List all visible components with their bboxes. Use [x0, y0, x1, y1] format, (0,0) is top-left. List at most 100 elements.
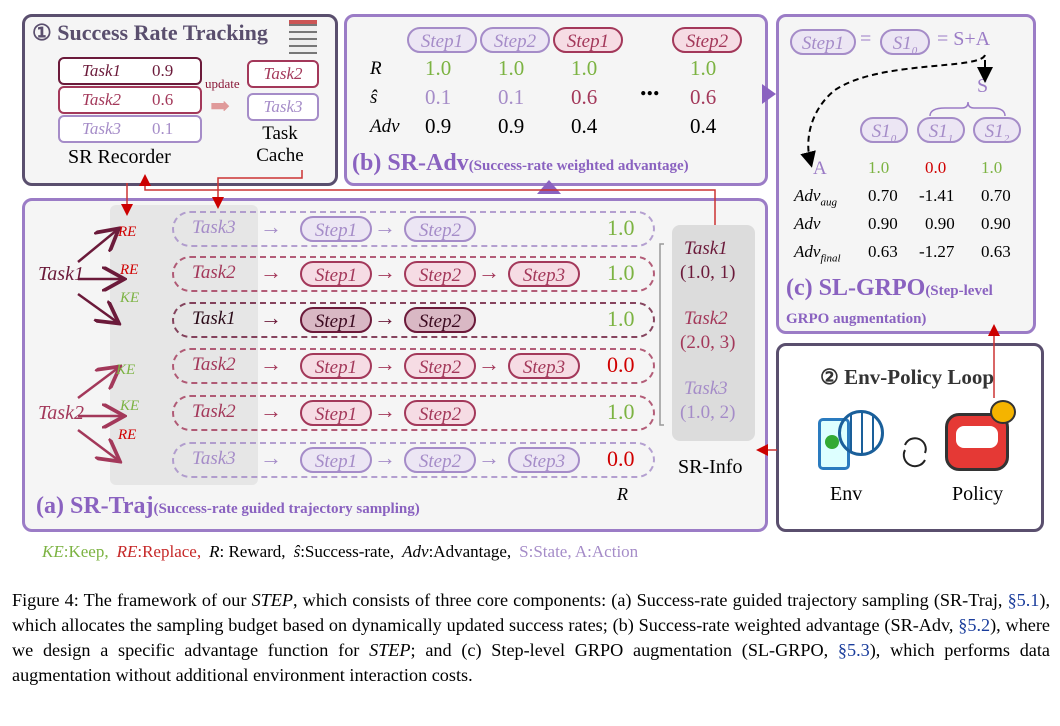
info-value: (1.0, 2) [680, 402, 736, 423]
legend-value: :Advantage, [428, 542, 512, 561]
info-task: Task2 [684, 308, 728, 329]
legend-value: :Keep, [63, 542, 109, 561]
arrow-icon: → [260, 398, 282, 423]
state-pill: S11 [917, 117, 965, 145]
step-pill: Step3 [508, 353, 580, 379]
legend-item: R: Reward, [209, 542, 285, 561]
a-value: 0.0 [925, 158, 947, 177]
arrow-icon: → [260, 351, 282, 376]
arrow-icon: → [374, 398, 396, 423]
info-task: Task3 [684, 378, 728, 399]
recorder-task: Task1 [82, 61, 122, 80]
info-value: (2.0, 3) [680, 332, 736, 353]
reward-value: 0.0 [607, 352, 635, 377]
legend-item: Adv:Advantage, [402, 542, 511, 561]
update-arrow-icon: ➡ [210, 94, 231, 120]
ref-link[interactable]: §5.1 [1007, 590, 1040, 610]
step-header-pill: Step1 [553, 27, 623, 53]
sr-adv-subtitle: (Success-rate weighted advantage) [468, 158, 689, 174]
edge-label: RE [120, 262, 139, 278]
state-sub: 2 [1003, 132, 1010, 145]
adv-label: Adv [794, 242, 821, 261]
step-pill: Step1 [300, 307, 372, 333]
state-name: S1 [984, 121, 1004, 142]
recorder-sr: 0.6 [152, 90, 174, 109]
adv-value: 0.70 [981, 186, 1011, 205]
adv-value: 0.70 [868, 186, 898, 205]
recorder-sr: 0.1 [152, 119, 174, 138]
adv-row-label: Advaug [794, 186, 837, 208]
source-task1: Task1 [38, 263, 84, 285]
cache-label-2: Cache [256, 145, 304, 166]
arrow-icon: → [260, 214, 282, 239]
step-pill: Step1 [300, 353, 372, 379]
value-cell: 0.1 [425, 85, 452, 109]
value-cell: 0.4 [571, 114, 598, 138]
trajectory-row [172, 302, 655, 338]
arrow-icon: → [478, 351, 500, 376]
a-value: 1.0 [981, 158, 1003, 177]
arrow-icon: → [260, 305, 282, 330]
value-cell: 0.1 [498, 85, 525, 109]
edge-label: KE [116, 362, 136, 378]
step-pill: Step2 [404, 261, 476, 287]
reward-value: 1.0 [607, 215, 635, 240]
state-sub: 0 [890, 132, 897, 145]
ref-link[interactable]: §5.2 [958, 615, 991, 635]
legend: KE:Keep,RE:Replace,R: Reward,ŝ:Success-r… [42, 542, 646, 562]
legend-key: KE [42, 542, 64, 561]
row-label: ŝ [370, 87, 378, 108]
step-pill: Step2 [404, 307, 476, 333]
edge-arrow [77, 368, 118, 399]
value-cell: 0.6 [690, 85, 717, 109]
row-label: Adv [370, 116, 400, 137]
step-pill: Step1 [300, 400, 372, 426]
arrow-icon: → [374, 351, 396, 376]
cache-item: Task2 [247, 60, 319, 88]
adv-value: -1.41 [919, 186, 955, 205]
sr-recorder-label: SR Recorder [68, 146, 171, 168]
env-label: Env [830, 483, 863, 505]
a-value: 1.0 [868, 158, 890, 177]
adv-row-label: Adv [794, 214, 820, 236]
ellipsis: ... [640, 72, 660, 101]
sl-grpo-subtitle: (Step-level [925, 283, 993, 299]
ref-link[interactable]: §5.3 [837, 640, 870, 660]
legend-key: ŝ [293, 542, 301, 561]
state-name: S1 [928, 121, 948, 142]
value-cell: 1.0 [571, 56, 598, 80]
edge-label: RE [118, 224, 137, 240]
sr-adv-title-main: (b) SR-Adv [352, 150, 469, 176]
equals: = [860, 28, 872, 50]
source-task2: Task2 [38, 402, 84, 424]
trajectory-task: Task3 [192, 448, 236, 469]
adv-value: -1.27 [919, 242, 955, 261]
trajectory-task: Task1 [192, 308, 236, 329]
legend-item: S:State, A:Action [519, 542, 638, 561]
arrow-icon: → [374, 259, 396, 284]
step-pill: Step3 [508, 447, 580, 473]
adv-value: 0.90 [925, 214, 955, 233]
value-cell: 0.4 [690, 114, 717, 138]
step1-pill: Step1 [790, 29, 856, 55]
adv-value: 0.63 [868, 242, 898, 261]
legend-value: :Replace, [137, 542, 202, 561]
arrow-icon: → [260, 259, 282, 284]
arrow-icon: → [374, 214, 396, 239]
sr-adv-title: (b) SR-Adv(Success-rate weighted advanta… [352, 150, 689, 177]
step-pill: Step1 [300, 216, 372, 242]
sl-grpo-subtitle: GRPO augmentation) [786, 311, 927, 327]
step-pill: Step3 [508, 261, 580, 287]
reward-value: 1.0 [607, 260, 635, 285]
trajectory-task: Task2 [192, 401, 236, 422]
value-cell: 1.0 [425, 56, 452, 80]
info-task: Task1 [684, 238, 728, 259]
step-pill: Step2 [404, 400, 476, 426]
info-value: (1.0, 1) [680, 262, 736, 283]
figure-caption: Figure 4: The framework of our STEP, whi… [12, 590, 1050, 685]
edge-arrow [77, 292, 117, 322]
table-icon [289, 20, 317, 54]
edge-arrow [77, 230, 117, 263]
